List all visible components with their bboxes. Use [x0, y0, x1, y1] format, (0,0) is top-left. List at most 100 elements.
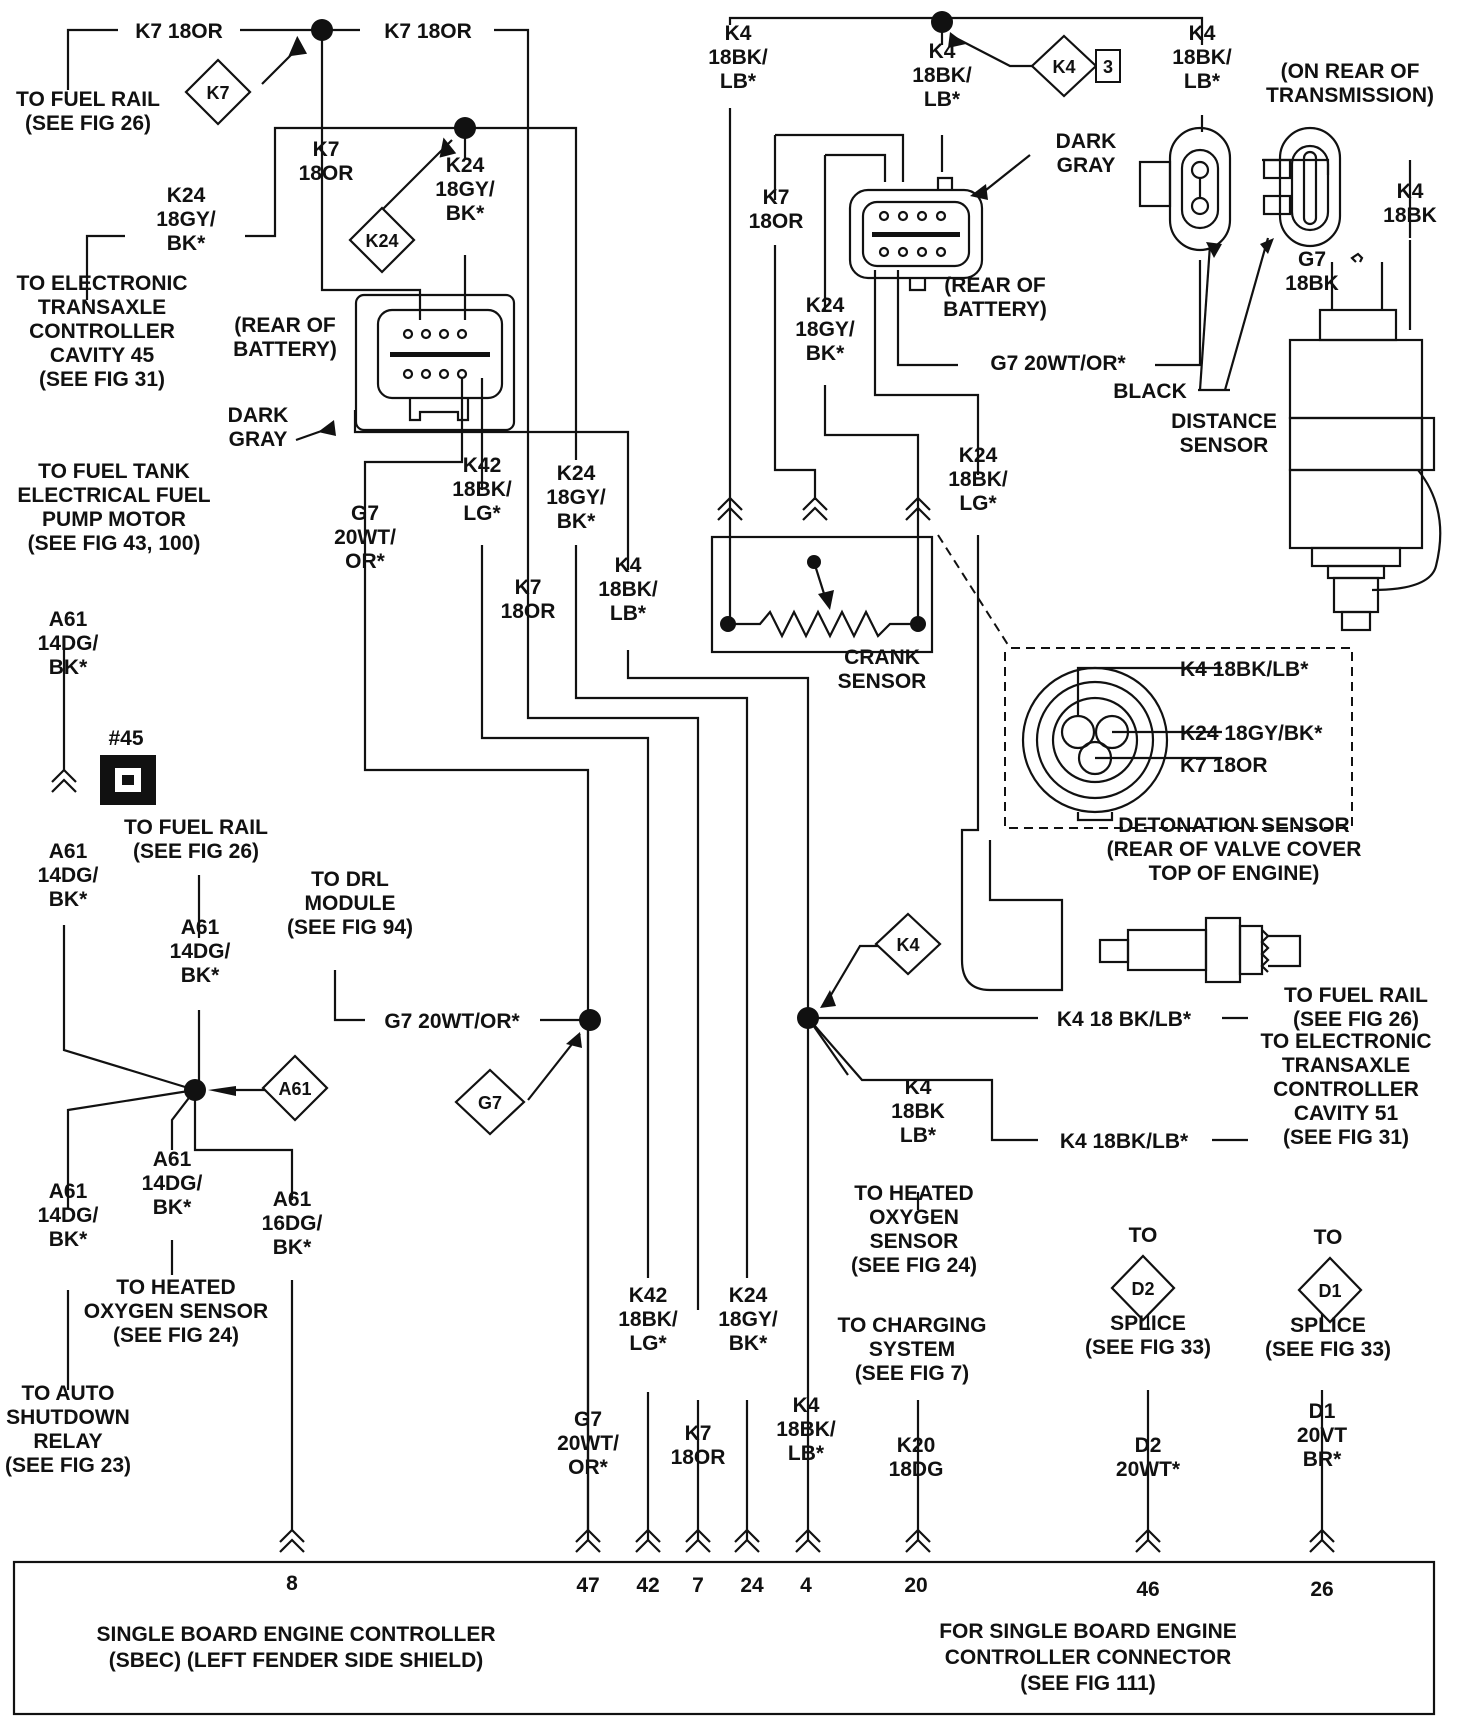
splice-dots [184, 11, 953, 1101]
svg-text:3: 3 [1103, 57, 1113, 77]
connector-chevron [279, 1528, 305, 1553]
svg-text:D1: D1 [1318, 1281, 1341, 1301]
connector-chevron [1135, 1528, 1161, 1553]
label-sbec: SINGLE BOARD ENGINE CONTROLLER(SBEC) (LE… [96, 1623, 495, 1672]
connector-chevron [575, 1528, 601, 1553]
splice-k4-mid [797, 1007, 819, 1029]
distance-sensor [1138, 126, 1436, 632]
diamond-k4-mid: K4 [874, 912, 942, 976]
connector-chevron [734, 1528, 760, 1553]
label-k4-fuel-rail: K4 18 BK/LB* [1057, 1008, 1192, 1031]
pin-26: 26 [1310, 1578, 1333, 1601]
diamond-k4-top: K4 3 [1030, 34, 1121, 98]
svg-text:G7: G7 [478, 1093, 502, 1113]
connector-left-battery [354, 293, 516, 432]
svg-text:K7: K7 [206, 83, 229, 103]
label-det-k7: K7 18OR [1180, 754, 1268, 777]
pin-8: 8 [286, 1572, 298, 1595]
splice-k7 [311, 19, 333, 41]
label-splice-d1: SPLICE(SEE FIG 33) [1265, 1314, 1391, 1361]
connector-chevron [795, 1528, 821, 1553]
connector-chevron [635, 1528, 661, 1553]
svg-text:D2: D2 [1131, 1279, 1154, 1299]
pin-42: 42 [636, 1574, 659, 1597]
connector-chevron [905, 496, 931, 521]
label-det-k24: K24 18GY/BK* [1180, 722, 1323, 745]
diamond-d2: D2 [1110, 1254, 1176, 1322]
connector-right-battery [848, 176, 984, 292]
label-fuel-rail-1: TO FUEL RAIL(SEE FIG 26) [16, 88, 160, 135]
splice-k4-top [931, 11, 953, 33]
connector-chevron [51, 768, 77, 793]
label-hash-45: #45 [108, 727, 143, 750]
diamond-d1: D1 [1297, 1256, 1363, 1324]
diamond-a61: A61 [261, 1054, 329, 1122]
label-k7-top-left: K7 18OR [135, 20, 223, 43]
pin-46: 46 [1136, 1578, 1159, 1601]
label-k7-top-right: K7 18OR [384, 20, 472, 43]
sbec-box [12, 1560, 1436, 1716]
sensor-plug [1098, 916, 1302, 984]
svg-text:K4: K4 [1052, 57, 1075, 77]
connector-chevron [1309, 1528, 1335, 1553]
svg-text:K24: K24 [365, 231, 398, 251]
connector-chevron [905, 1528, 931, 1553]
pin-47: 47 [576, 1574, 599, 1597]
svg-text:K4: K4 [896, 935, 919, 955]
diamond-k24: K24 [348, 206, 416, 274]
connector-chevron [802, 496, 828, 521]
label-det-k4: K4 18BK/LB* [1180, 658, 1309, 681]
cavity-45-icon [100, 755, 156, 805]
diamond-g7: G7 [454, 1068, 526, 1136]
pin-7: 7 [692, 1574, 704, 1597]
chevrons [51, 496, 1335, 1553]
arrows [208, 32, 1274, 1101]
detonation-sensor [1021, 666, 1222, 822]
pin-4: 4 [800, 1574, 812, 1597]
label-g7-right: G7 20WT/OR* [990, 352, 1126, 375]
pin-numbers: 8 47 42 7 24 4 20 46 26 [286, 1572, 1334, 1601]
splice-g7 [579, 1009, 601, 1031]
label-to-d2: TO [1129, 1224, 1158, 1247]
